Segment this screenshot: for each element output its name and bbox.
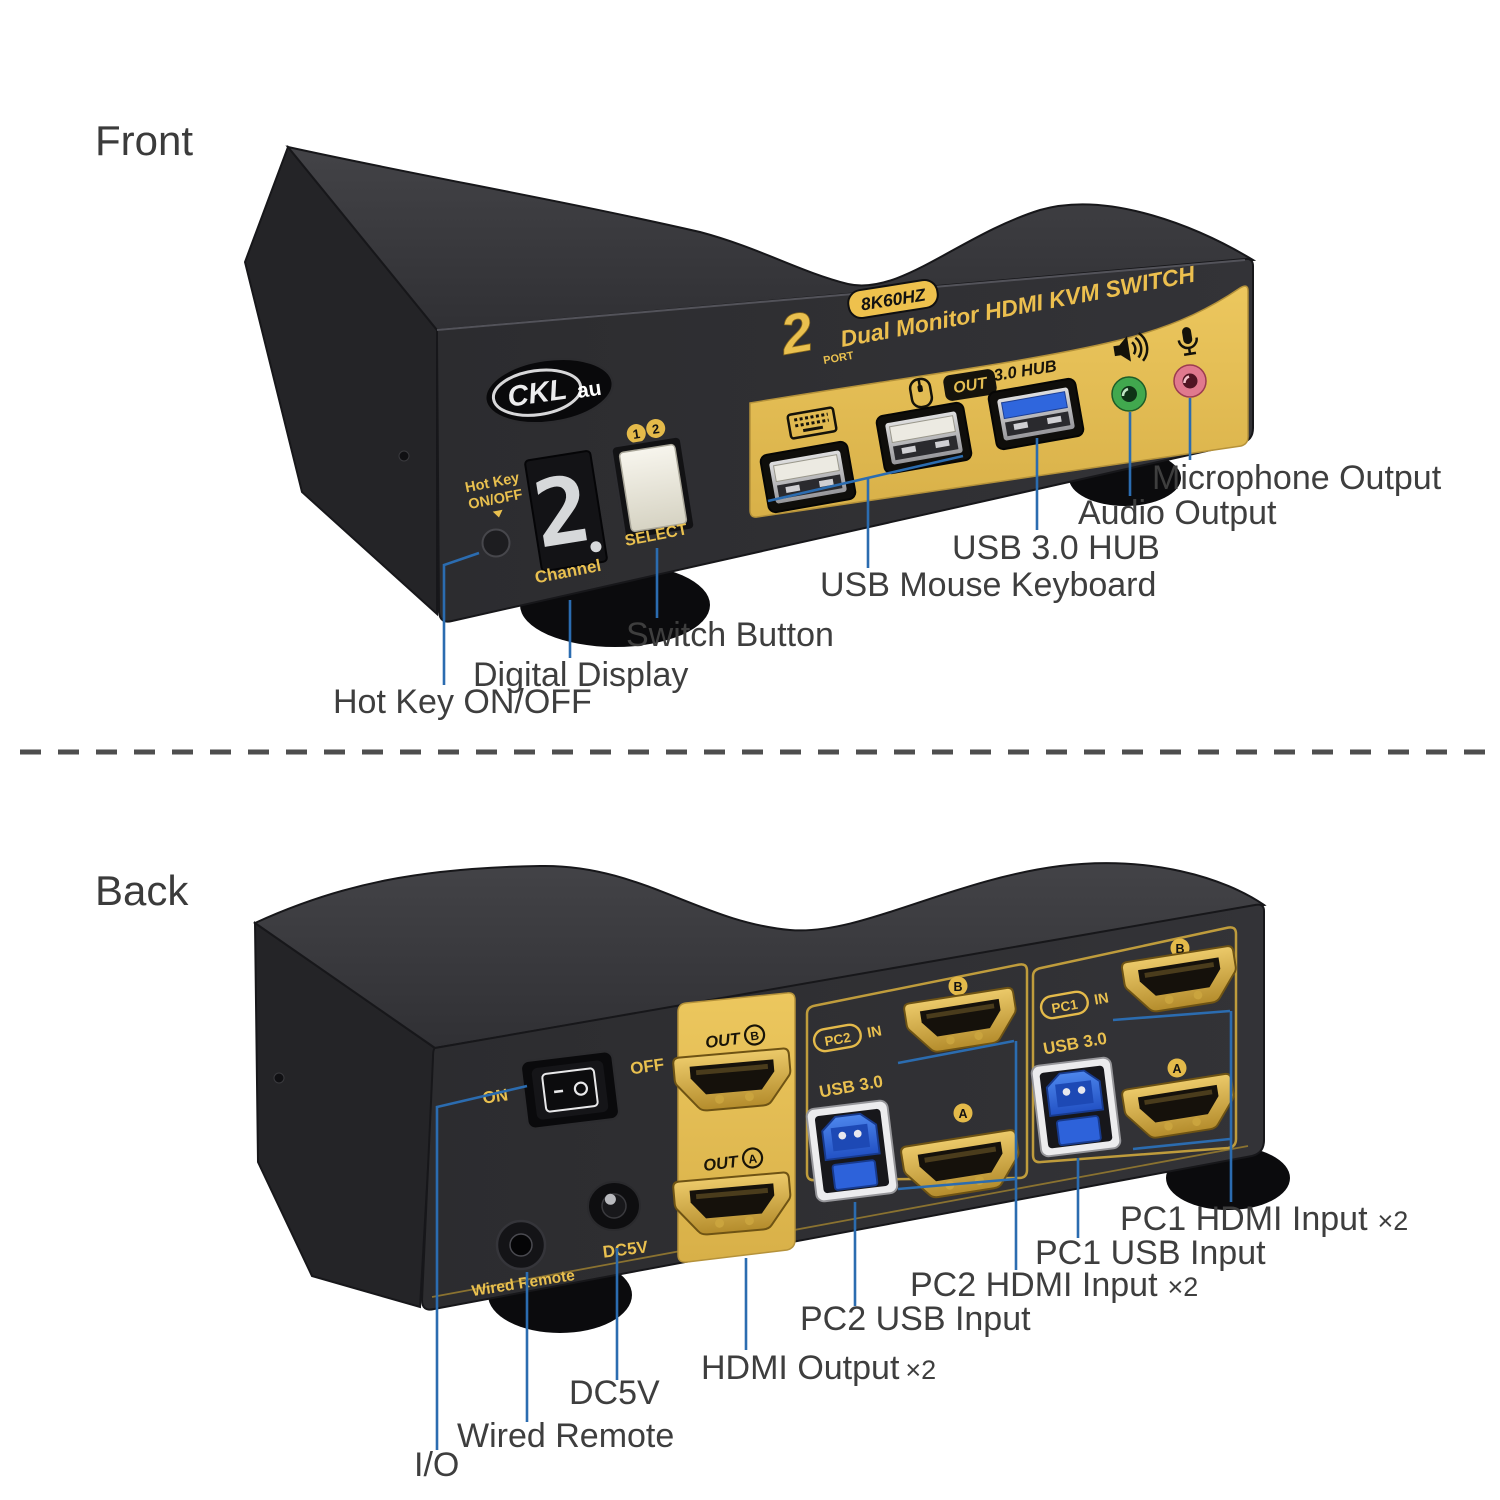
svg-text:IN: IN (1093, 990, 1110, 1008)
callout-underline-pc2-hdmi-a (897, 1177, 1017, 1191)
out-badge: OUT (943, 369, 997, 401)
back-callout-lines (435, 1009, 1233, 1450)
audio-output-jack (1111, 376, 1147, 412)
out-a-label: OUT A (702, 1147, 764, 1175)
front-callout-lines (442, 398, 1192, 685)
keyboard-icon (786, 406, 838, 440)
microphone-icon (1177, 327, 1198, 357)
pc1-in-badge: PC1 IN (1039, 990, 1110, 1020)
pc2-a-letter: A (958, 1107, 967, 1121)
hotkey-button (481, 528, 511, 558)
callout-switch-button: Switch Button (626, 616, 834, 654)
svg-text:A: A (748, 1151, 759, 1166)
svg-text:PC1: PC1 (1050, 997, 1079, 1016)
cklau-logo: CKL au (484, 358, 614, 424)
svg-text:OUT: OUT (704, 1030, 743, 1052)
screw-hole (273, 1072, 285, 1084)
power-switch (520, 1050, 620, 1130)
svg-text:OUT: OUT (952, 375, 989, 397)
callout-hotkey-on-off: Hot Key ON/OFF (333, 683, 592, 721)
usb3-hub-port (986, 376, 1086, 452)
pc1-b-letter: B (1175, 942, 1184, 956)
callout-line-io (435, 1084, 528, 1450)
banner-badge-8k60hz: 8K60HZ (847, 279, 939, 319)
select-button (610, 435, 696, 541)
callout-pc2-usb-input: PC2 USB Input (800, 1300, 1031, 1338)
svg-text:OUT: OUT (702, 1153, 741, 1175)
channel-display: 2 (524, 450, 608, 572)
callout-io: I/O (414, 1446, 459, 1484)
pc2-group-border (805, 963, 1029, 1182)
callout-line-hotkey (442, 551, 480, 685)
callout-usb-mouse-keyboard: USB Mouse Keyboard (820, 566, 1156, 604)
callout-hdmi-output: HDMI Output×2 (701, 1349, 936, 1387)
microphone-output-jack (1173, 364, 1207, 398)
pc2-b-letter: B (953, 980, 962, 994)
select-port-numbers: 1 2 (626, 418, 666, 444)
svg-text:B: B (750, 1028, 761, 1043)
mouse-icon (908, 377, 934, 409)
callout-pc1-usb-input: PC1 USB Input (1035, 1234, 1266, 1272)
front-edge-highlight (436, 259, 1246, 331)
dc5v-jack (587, 1180, 641, 1232)
back-heading: Back (95, 867, 189, 914)
callout-underline-pc1-hdmi-a (1132, 1137, 1231, 1151)
front-device-top-face (285, 145, 1257, 332)
pc1-a-letter-badge (1167, 1058, 1187, 1078)
back-gold-pinstripe (431, 1145, 1249, 1298)
svg-text:IN: IN (866, 1023, 883, 1041)
pc2-usb-port (804, 1098, 900, 1204)
callout-audio-output: Audio Output (1078, 494, 1277, 532)
pc1-group-border (1031, 926, 1238, 1164)
back-view: Back ON OFF Wired Remot (95, 862, 1408, 1484)
callout-underline-usb-ports (767, 454, 964, 503)
pc2-in-badge: PC2 IN (812, 1023, 883, 1053)
back-device-top-face (252, 862, 1267, 1050)
svg-text:2: 2 (651, 421, 660, 437)
mouse-usb-port (874, 400, 974, 476)
pc2-a-letter-badge (953, 1103, 973, 1123)
callout-dc5v: DC5V (569, 1374, 660, 1412)
power-off-label: OFF (629, 1055, 665, 1079)
out-b-label: OUT B (704, 1024, 766, 1052)
svg-text:PC2: PC2 (823, 1030, 851, 1049)
svg-text:1: 1 (632, 426, 641, 442)
callout-pc1-hdmi-input: PC1 HDMI Input×2 (1120, 1200, 1408, 1238)
wired-remote-jack (495, 1219, 547, 1271)
callout-microphone-output: Microphone Output (1152, 459, 1442, 497)
back-device: ON OFF Wired Remote DC5V (252, 862, 1267, 1311)
callout-usb3-hub: USB 3.0 HUB (952, 529, 1160, 567)
banner-port-word: PORT (822, 350, 854, 367)
callout-wired-remote: Wired Remote (457, 1417, 674, 1455)
callout-underline-pc1-hdmi-b (1112, 1009, 1231, 1022)
front-device: CKL au 2 PORT 8K60HZ Dual Monitor HDMI K… (243, 145, 1257, 623)
front-heading: Front (95, 117, 193, 164)
pc1-usb-port (1029, 1055, 1123, 1159)
callout-underline-pc2-hdmi-b (897, 1039, 1015, 1065)
pc2-b-letter-badge (948, 976, 968, 996)
callout-pc2-hdmi-input: PC2 HDMI Input×2 (910, 1266, 1198, 1304)
logo-suffix-text: au (575, 377, 602, 403)
screw-hole (398, 450, 410, 462)
pc1-a-letter: A (1172, 1062, 1181, 1076)
front-view: Front CKL au 2 PORT 8 (95, 117, 1442, 721)
keyboard-usb-port (758, 439, 858, 515)
speaker-icon (1113, 332, 1149, 362)
callout-digital-display: Digital Display (473, 656, 688, 694)
